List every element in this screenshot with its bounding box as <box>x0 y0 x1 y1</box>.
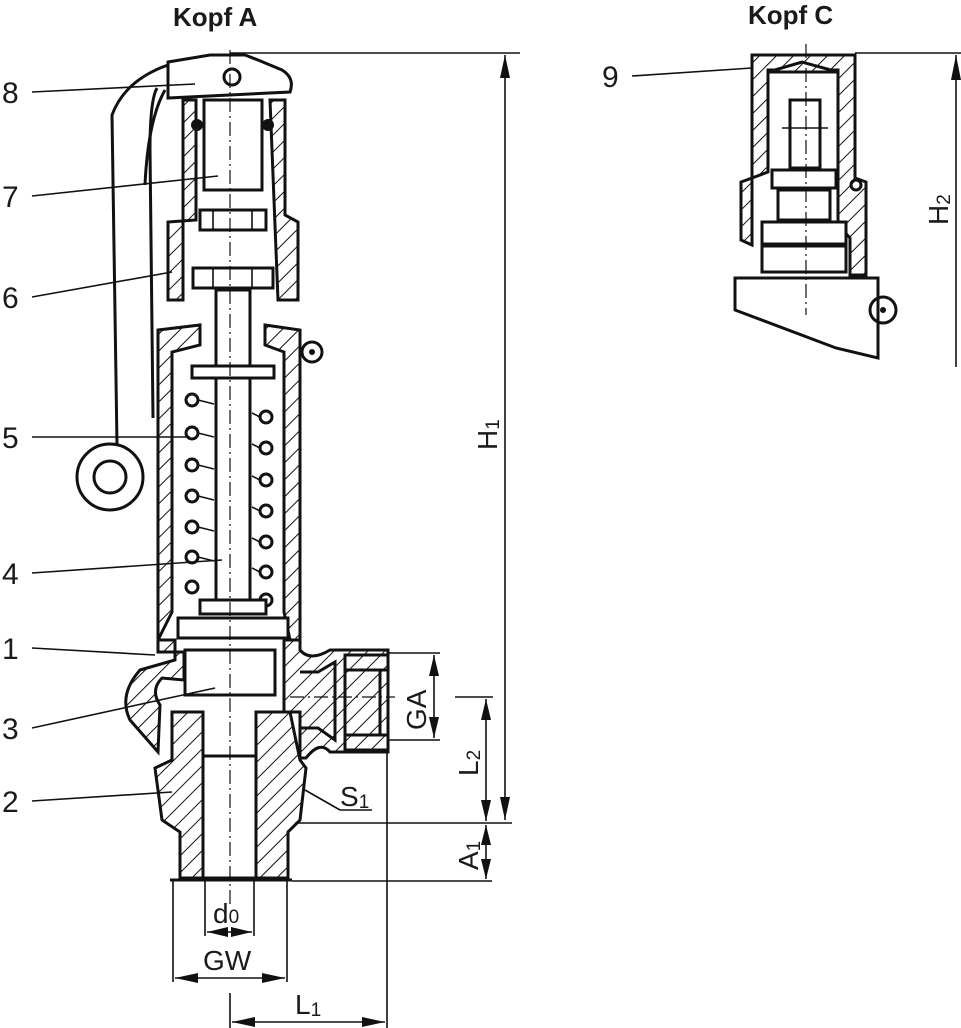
dim-label-l1: L1 <box>295 989 321 1021</box>
bonnet-body <box>156 288 324 642</box>
dim-label-a1: A1 <box>453 841 485 870</box>
dim-label-h2: H2 <box>923 194 955 225</box>
dim-label-gw: GW <box>203 945 252 976</box>
part-label-6: 6 <box>2 282 19 315</box>
part-label-9: 9 <box>602 61 619 94</box>
part-label-2: 2 <box>2 786 19 819</box>
title-head-a: Kopf A <box>173 2 257 32</box>
cap-housing <box>166 98 300 302</box>
part-label-5: 5 <box>2 422 19 455</box>
part-label-4: 4 <box>2 558 19 591</box>
title-head-c: Kopf C <box>748 0 833 30</box>
valve-body <box>124 638 390 760</box>
head-c-view <box>733 44 898 360</box>
dim-label-h1: H1 <box>472 419 504 450</box>
dim-label-l2: L2 <box>453 750 485 776</box>
leader-lines <box>31 67 753 802</box>
spring <box>184 392 274 608</box>
dim-label-d0: d0 <box>213 898 239 929</box>
part-label-7: 7 <box>2 181 19 214</box>
dimension-lines <box>172 52 961 1028</box>
part-label-3: 3 <box>2 713 19 746</box>
part-label-8: 8 <box>2 77 19 110</box>
dim-label-ga: GA <box>401 689 432 730</box>
part-label-1: 1 <box>2 633 19 666</box>
head-a-view <box>75 50 395 905</box>
dim-label-s1: S1 <box>340 781 369 813</box>
